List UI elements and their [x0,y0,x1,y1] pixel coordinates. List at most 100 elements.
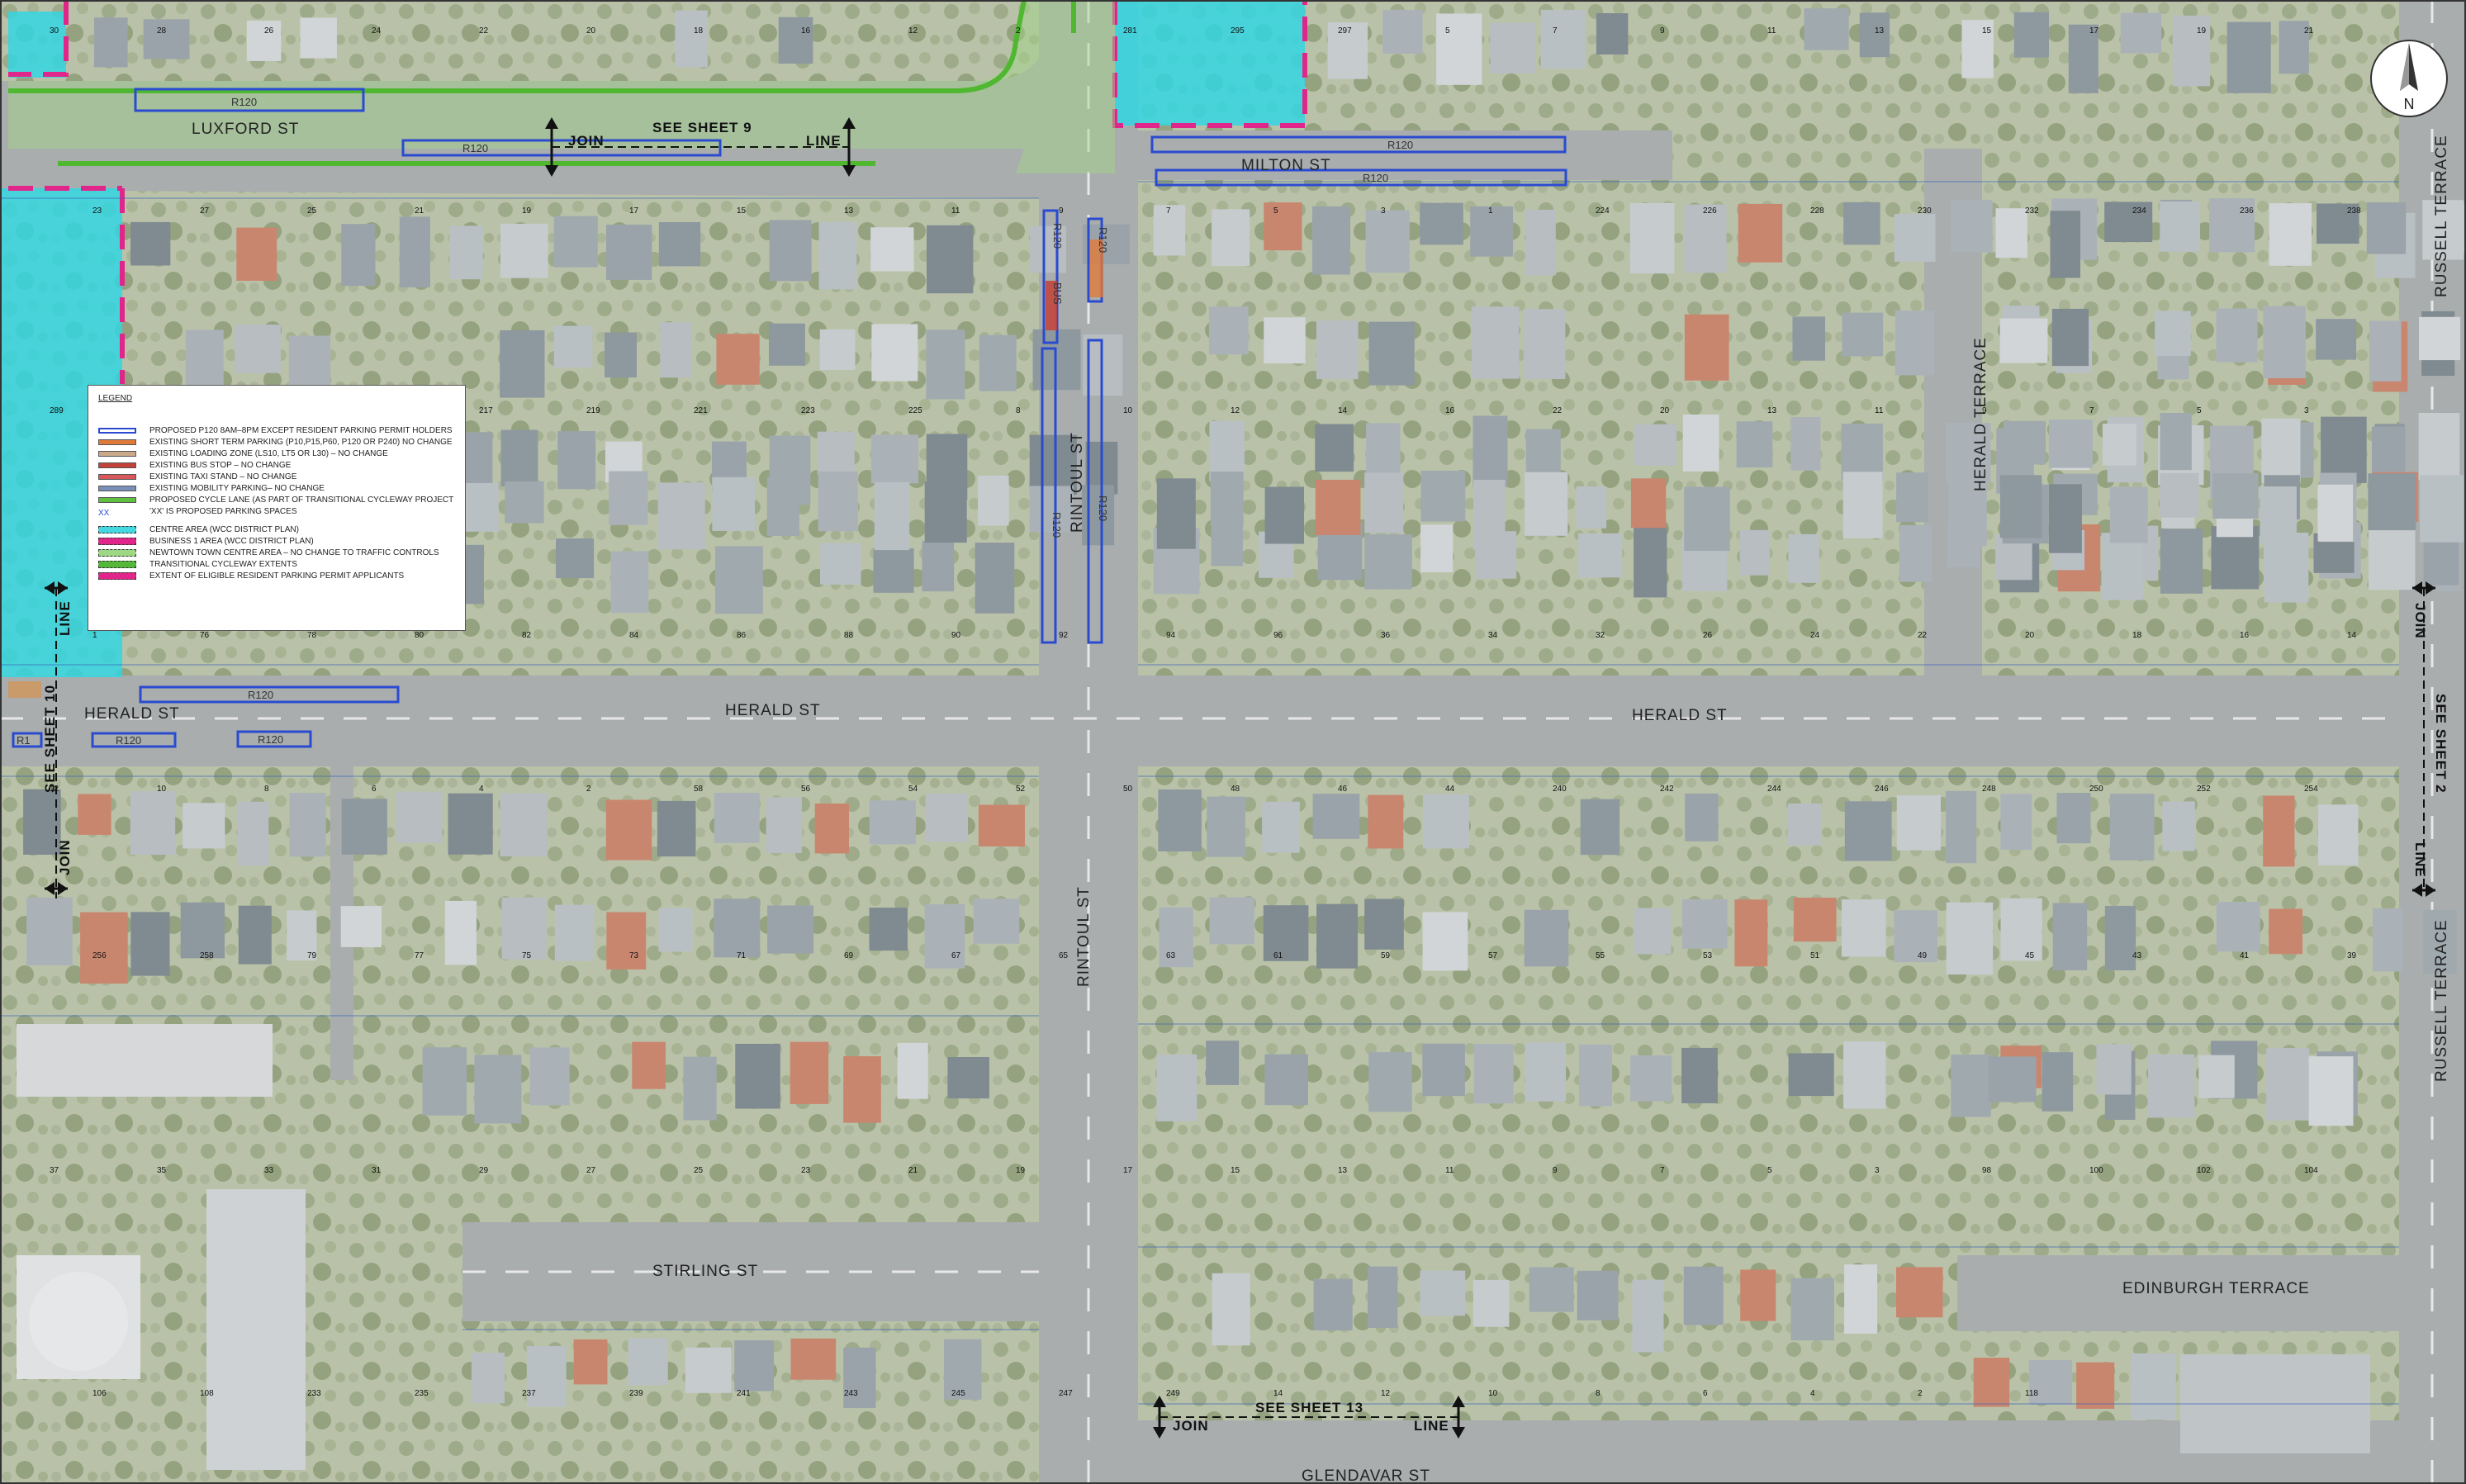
roof [1529,1267,1574,1312]
roof [235,325,281,373]
roof [1368,1266,1398,1328]
join-sheet-10-join: JOIN [57,839,73,875]
roof [2160,472,2199,518]
roof [1262,801,1300,853]
lot-number: 36 [1381,631,1391,640]
lot-number: 43 [2132,951,2142,960]
join-sheet-9-see: SEE SHEET 9 [652,120,752,135]
lot-number: 88 [844,631,854,640]
roof [2000,898,2042,961]
roof [449,225,483,280]
roof [529,1047,570,1106]
park-label-rintoul-w: R120 [1050,512,1063,538]
legend-swatch [98,571,136,580]
roof [1841,423,1883,481]
legend-swatch [98,537,136,545]
roof [1896,1267,1943,1318]
roof [1684,314,1729,381]
lot-number: 11 [1767,26,1776,36]
lot-number: 233 [307,1389,321,1398]
roof [2366,202,2407,254]
legend-item: PROPOSED CYCLE LANE (AS PART OF TRANSITI… [98,495,453,505]
legend-item-label: EXISTING MOBILITY PARKING– NO CHANGE [149,483,325,493]
lot-number: 5 [1445,26,1450,36]
roof [505,481,544,524]
lot-number: 7 [1553,26,1558,36]
park-label-rintoul-e: R120 [1097,495,1109,521]
bay-rintoul-west [1041,347,1057,644]
roof [2423,909,2457,974]
roof [1682,415,1719,472]
street-herald-east: HERALD ST [1632,707,1728,724]
roof [1961,20,1994,78]
roof [1029,434,1077,495]
roof [818,221,857,290]
lot-number: 102 [2197,1166,2211,1175]
lot-number: 16 [1445,406,1455,415]
lot-number: 232 [2025,206,2039,216]
roof [975,543,1015,614]
legend-swatch [98,560,136,568]
bay-luxford-north [134,88,365,112]
legend-item: EXTENT OF ELIGIBLE RESIDENT PARKING PERM… [98,571,404,581]
roof [766,476,799,536]
lot-number: 118 [2025,1389,2038,1398]
legend-item: NEWTOWN TOWN CENTRE AREA – NO CHANGE TO … [98,548,439,557]
roof [143,19,190,59]
lot-number: 78 [307,631,317,640]
legend-item: PROPOSED P120 8AM–8PM EXCEPT RESIDENT PA… [98,425,453,435]
roof [2418,413,2460,481]
roof [609,471,648,525]
join-sheet-9-line: LINE [806,133,842,149]
roof [2369,320,2402,382]
roof [1364,898,1404,950]
bay-herald-north [139,685,400,704]
join-sheet-9: JOIN SEE SHEET 9 LINE [545,117,856,177]
business-area-outlines [8,0,1307,384]
roof [947,1057,989,1099]
lot-number: 13 [1338,1166,1348,1175]
roof [1683,1266,1724,1325]
roof [2120,12,2162,54]
roof [2109,486,2148,543]
lot-number: 98 [1982,1166,1992,1175]
roof [819,329,856,370]
roof [778,17,813,64]
lot-number: 22 [479,26,489,36]
roof [2212,473,2259,519]
join-sheet-10: LINE SEE SHEET 10 JOIN [42,581,73,898]
roof [2000,794,2032,851]
roof [1740,1269,1776,1321]
lot-number: 15 [737,206,747,216]
lot-number: 56 [801,785,811,794]
legend-item: CENTRE AREA (WCC DISTRICT PLAN) [98,524,299,534]
lot-number: 234 [2132,206,2146,216]
roof [1804,8,1849,50]
roof [554,904,595,961]
legend-item: XX'XX' IS PROPOSED PARKING SPACES [98,506,297,518]
lot-number: 6 [1703,1389,1708,1398]
roof [1368,321,1415,386]
roof [2160,201,2200,252]
roof [1634,527,1667,598]
roof [874,481,910,551]
roof [2198,1055,2235,1098]
roof [924,903,965,969]
roof [287,910,317,961]
lot-number: 73 [629,951,639,960]
roof [790,1338,837,1380]
legend-swatch [98,427,136,434]
street-luxford: LUXFORD ST [192,121,299,138]
bay-milton-north [1150,135,1567,154]
roof [1153,205,1186,256]
roof [922,541,955,592]
roof [1368,794,1404,849]
roof [1632,1279,1664,1353]
roof [1207,796,1245,857]
roof [1029,486,1074,533]
roof [556,538,595,579]
roof [1159,907,1193,968]
roof [2260,486,2297,543]
bay-luxford-south [401,139,722,157]
